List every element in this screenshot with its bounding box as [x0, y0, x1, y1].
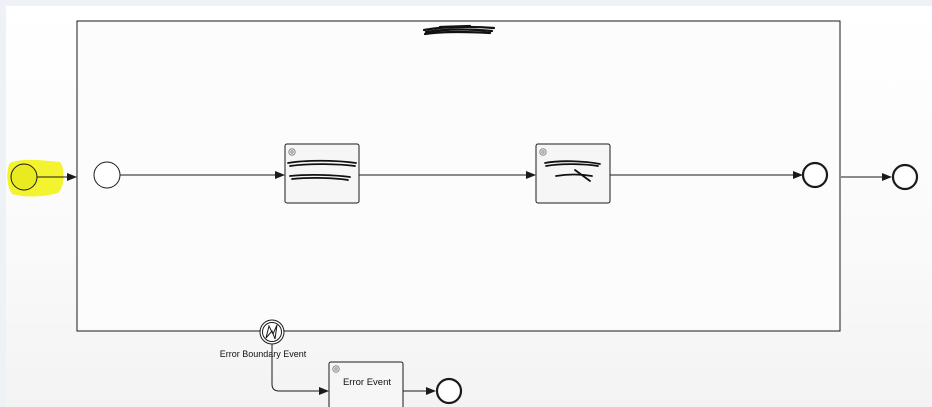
inner-end-event[interactable]: [801, 161, 829, 189]
error-event-task[interactable]: Error Event: [328, 361, 404, 407]
redacted-title-scribble: [422, 24, 496, 36]
subprocess-container[interactable]: [76, 20, 841, 332]
error-boundary-event-label: Error Boundary Event: [220, 349, 307, 359]
error-lightning-icon: [265, 324, 278, 340]
gear-icon: [539, 148, 547, 156]
redacted-label-scribble: [544, 160, 601, 182]
gear-icon: [332, 365, 340, 373]
error-end-event[interactable]: [435, 377, 463, 405]
task-1[interactable]: [284, 143, 360, 204]
error-event-task-label: Error Event: [343, 377, 391, 388]
inner-start-event[interactable]: [93, 161, 121, 189]
redacted-label-scribble: [287, 159, 357, 181]
flow-boundary-to-error-task[interactable]: [271, 344, 329, 395]
error-boundary-event[interactable]: [259, 319, 285, 345]
gear-icon: [288, 148, 296, 156]
outer-end-event[interactable]: [891, 163, 919, 191]
outer-start-event[interactable]: [10, 163, 38, 191]
task-2[interactable]: [535, 143, 611, 204]
